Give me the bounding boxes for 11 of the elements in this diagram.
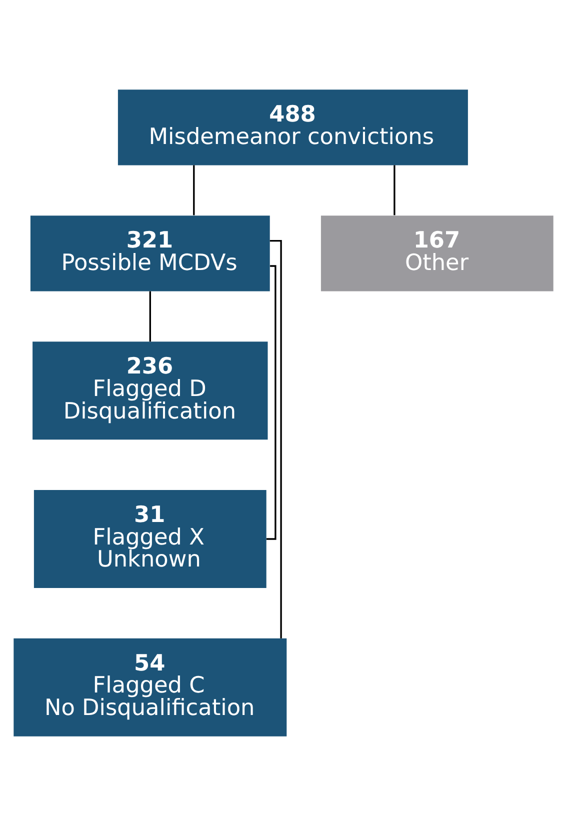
- node-box: 167 Other: [320, 215, 554, 291]
- node-box: 236 Flagged D Disqualification: [32, 341, 268, 440]
- connector: [266, 264, 276, 540]
- node-box: 54 Flagged C No Disqualification: [14, 638, 287, 736]
- connector: [270, 239, 282, 638]
- connector: [149, 290, 151, 342]
- node-box: 488 Misdemeanor convictions: [118, 89, 468, 165]
- connector: [394, 164, 396, 215]
- node-box: 31 Flagged X Unknown: [34, 490, 266, 588]
- node-box: 321 Possible MCDVs: [30, 215, 270, 291]
- connector: [193, 164, 195, 215]
